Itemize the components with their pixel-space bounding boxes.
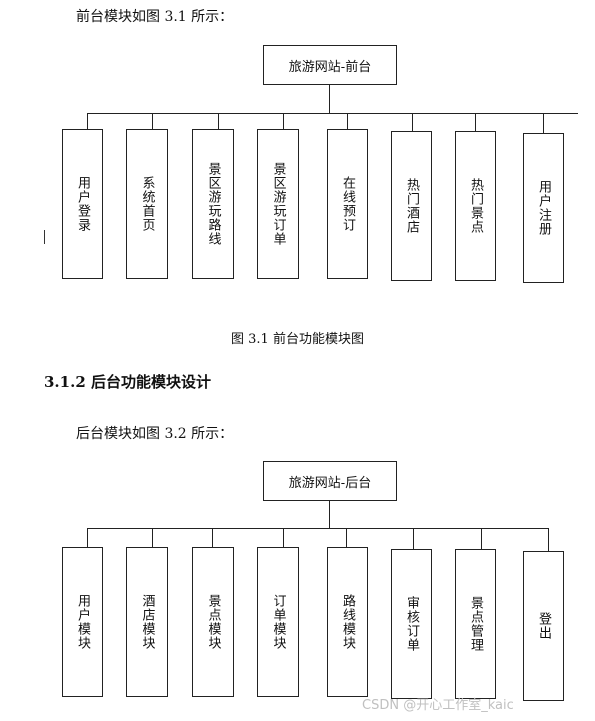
front-drop-5 [347,113,348,129]
text-cursor-mark [44,230,45,244]
intro-front: 前台模块如图 3.1 所示： [76,9,234,25]
intro-back: 后台模块如图 3.2 所示： [76,426,234,442]
front-child-box: 系统首页 [126,129,168,279]
back-child-box: 订单模块 [257,547,299,697]
front-child-label: 用户注册 [536,180,551,236]
back-drop-7 [481,528,482,549]
front-child-box: 在线预订 [327,129,368,279]
back-module-diagram: 旅游网站-后台 用户模块 酒店模块 景点模块 订单模块 路线模块 审核订单 景点… [0,461,595,706]
front-root-connector [329,85,330,113]
back-child-box: 登出 [523,551,564,701]
front-child-label: 热门景点 [468,178,483,234]
back-child-box: 审核订单 [391,549,432,699]
front-child-label: 景区游玩订单 [270,162,286,246]
front-child-label: 在线预订 [340,176,355,232]
back-drop-8 [548,528,549,551]
back-drop-1 [87,528,88,547]
back-child-label: 订单模块 [270,594,286,650]
front-module-diagram: 旅游网站-前台 用户登录 系统首页 景区游玩路线 景区游玩订单 在线预订 热门酒… [0,45,595,290]
back-root-box: 旅游网站-后台 [263,461,397,501]
front-child-box: 用户登录 [62,129,103,279]
back-child-label: 景点模块 [205,594,221,650]
back-child-box: 路线模块 [327,547,368,697]
back-child-label: 路线模块 [340,594,355,650]
front-root-box: 旅游网站-前台 [263,45,397,85]
back-drop-3 [212,528,213,547]
front-child-box: 景区游玩订单 [257,129,299,279]
back-child-box: 用户模块 [62,547,103,697]
back-drop-2 [152,528,153,547]
front-drop-6 [412,113,413,131]
front-drop-3 [218,113,219,129]
front-drop-4 [283,113,284,129]
back-drop-4 [283,528,284,547]
back-root-connector [329,501,330,528]
caption-front: 图 3.1 前台功能模块图 [231,332,364,347]
front-child-label: 系统首页 [139,176,155,232]
front-drop-8 [543,113,544,133]
front-child-box: 景区游玩路线 [192,129,234,279]
front-child-label: 用户登录 [75,176,90,232]
back-child-box: 景点模块 [192,547,234,697]
section-heading: 3.1.2 后台功能模块设计 [44,373,211,391]
back-drop-6 [413,528,414,549]
front-child-box: 用户注册 [523,133,564,283]
front-bus-line [87,113,578,114]
watermark: CSDN @开心工作室_kaic [362,698,514,713]
front-drop-1 [87,113,88,129]
back-child-label: 审核订单 [404,596,419,652]
front-drop-2 [152,113,153,129]
back-child-box: 景点管理 [455,549,496,699]
front-child-box: 热门景点 [455,131,496,281]
back-child-box: 酒店模块 [126,547,168,697]
front-child-label: 景区游玩路线 [205,162,221,246]
back-bus-line [87,528,549,529]
back-child-label: 景点管理 [468,596,483,652]
back-child-label: 登出 [536,612,551,640]
back-child-label: 用户模块 [75,594,90,650]
front-drop-7 [475,113,476,131]
back-child-label: 酒店模块 [139,594,155,650]
front-child-box: 热门酒店 [391,131,432,281]
back-drop-5 [346,528,347,547]
front-child-label: 热门酒店 [404,178,419,234]
